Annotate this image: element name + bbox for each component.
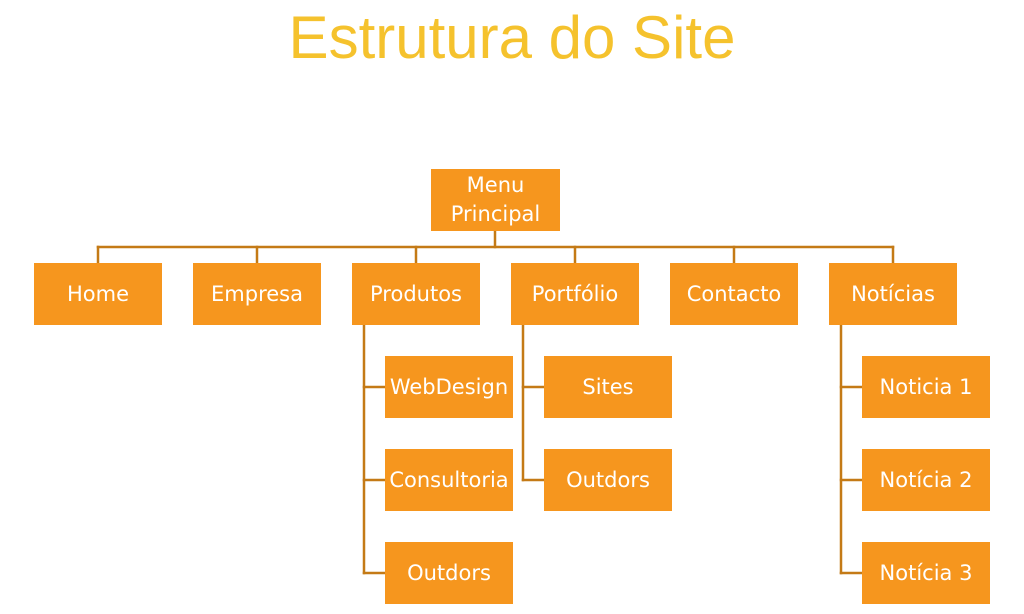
node-portfolio-outdors: Outdors (544, 449, 672, 511)
node-consultoria: Consultoria (385, 449, 513, 511)
node-noticia-1: Noticia 1 (862, 356, 990, 418)
node-contacto: Contacto (670, 263, 798, 325)
node-noticia-2: Notícia 2 (862, 449, 990, 511)
node-home: Home (34, 263, 162, 325)
node-produtos-outdors: Outdors (385, 542, 513, 604)
node-empresa: Empresa (193, 263, 321, 325)
page-title: Estrutura do Site (288, 4, 736, 71)
node-noticias: Notícias (829, 263, 957, 325)
node-produtos: Produtos (352, 263, 480, 325)
node-sites: Sites (544, 356, 672, 418)
node-menu-principal: Menu Principal (431, 169, 560, 231)
node-webdesign: WebDesign (385, 356, 513, 418)
node-portfolio: Portfólio (511, 263, 639, 325)
node-noticia-3: Notícia 3 (862, 542, 990, 604)
